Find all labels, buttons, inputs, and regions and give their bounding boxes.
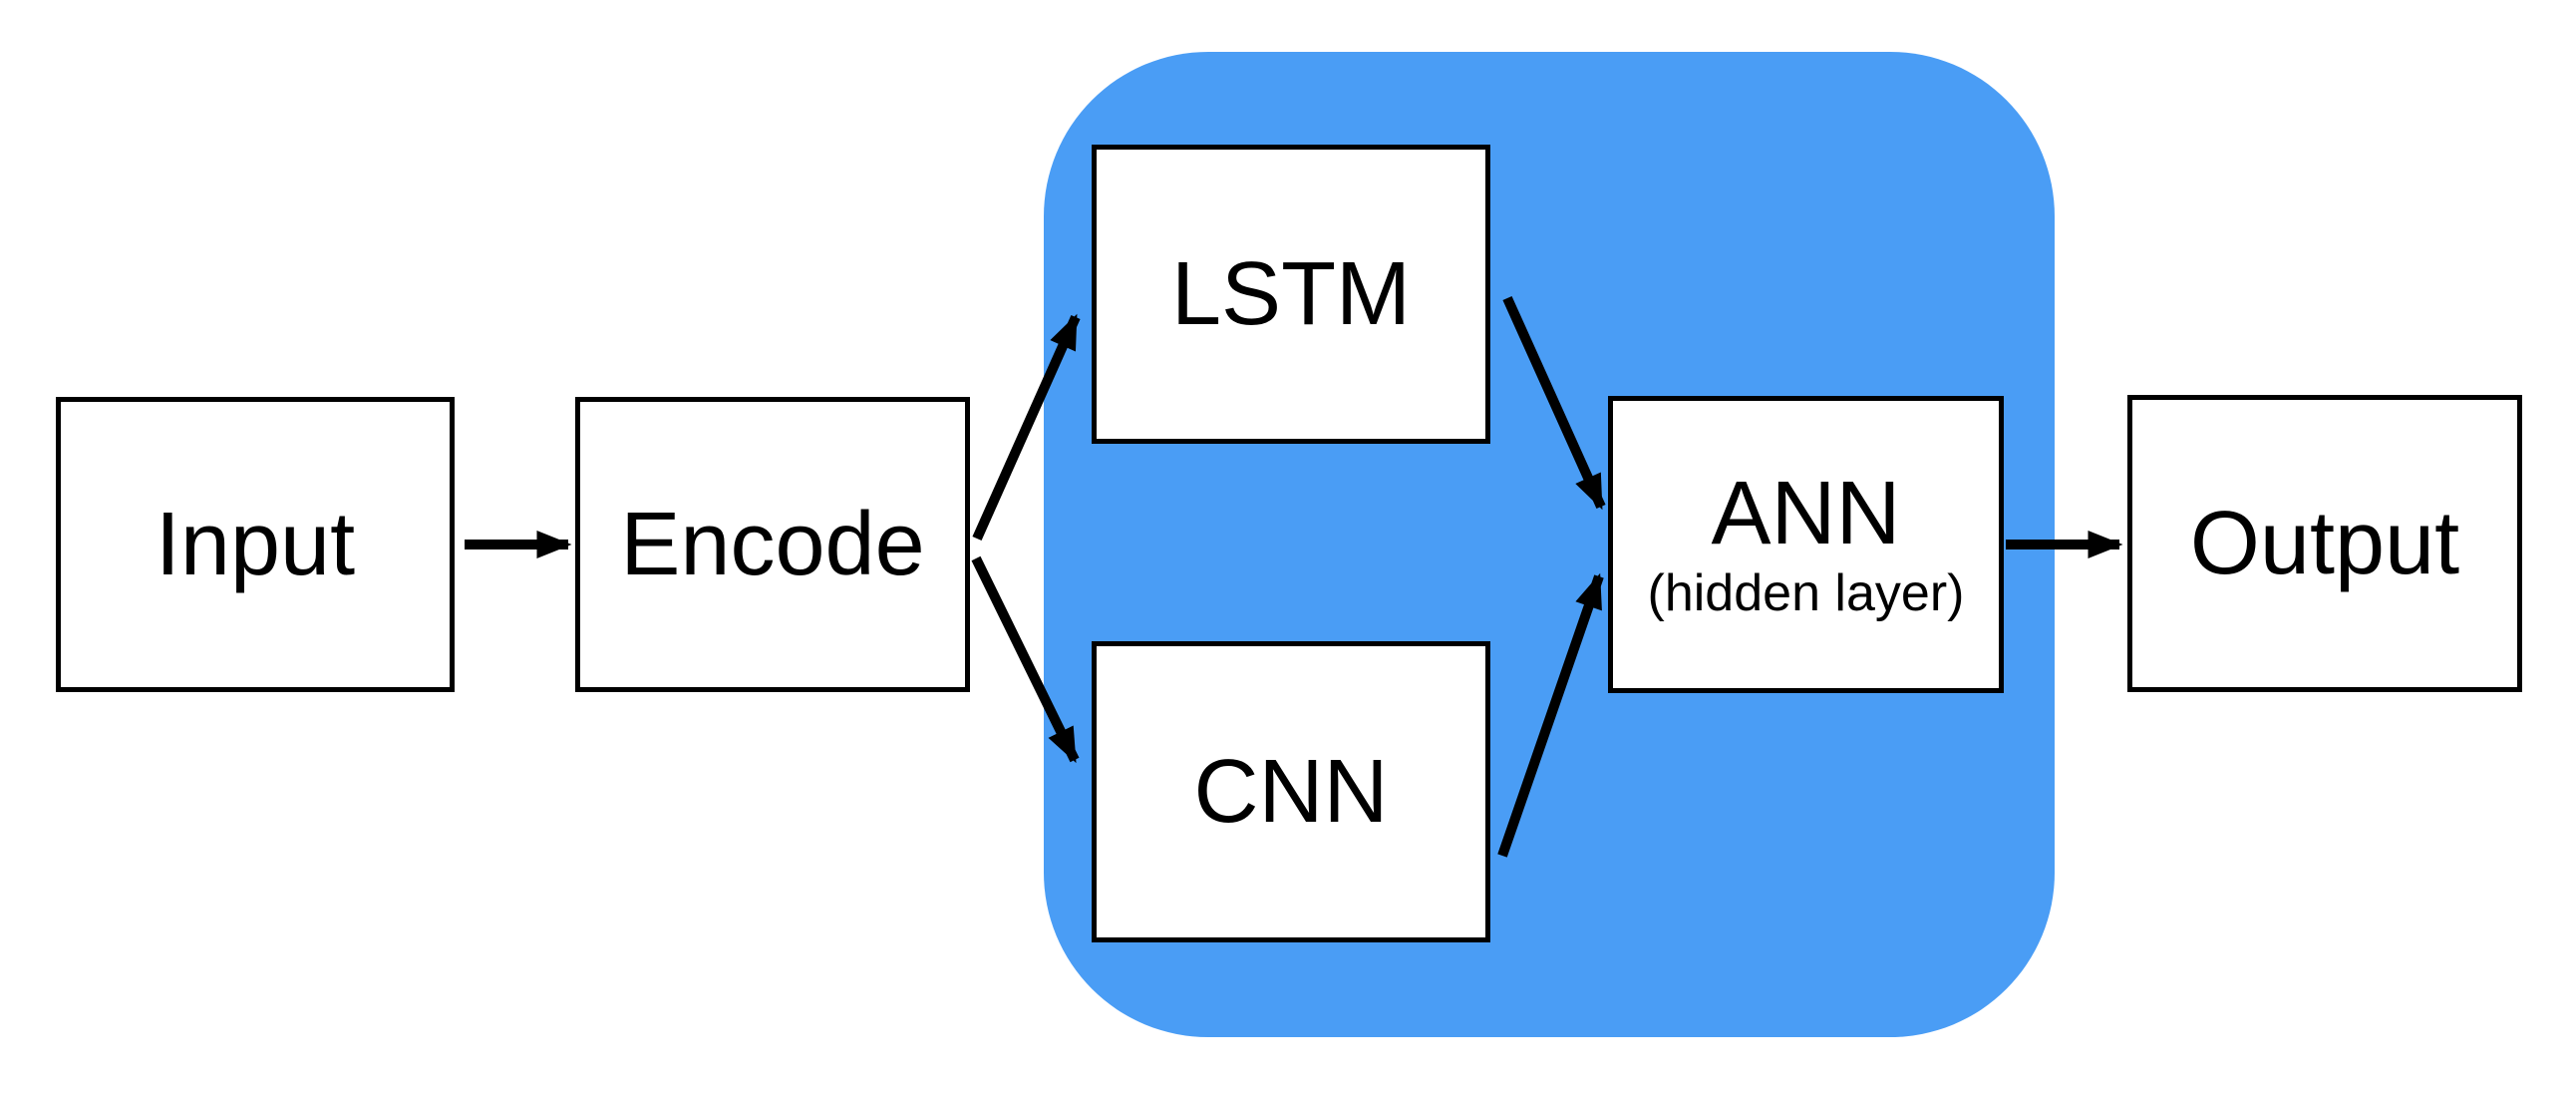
- node-input-label: Input: [155, 494, 356, 594]
- node-encode: Encode: [575, 397, 970, 692]
- node-ann-label: ANN: [1711, 464, 1901, 564]
- node-lstm: LSTM: [1092, 145, 1490, 444]
- node-cnn-label: CNN: [1193, 741, 1389, 842]
- node-output-label: Output: [2189, 493, 2460, 593]
- node-encode-label: Encode: [620, 494, 925, 594]
- node-ann: ANN (hidden layer): [1608, 396, 2004, 693]
- node-input: Input: [56, 397, 455, 692]
- node-ann-sublabel: (hidden layer): [1647, 563, 1965, 622]
- node-cnn: CNN: [1092, 641, 1490, 942]
- node-output: Output: [2127, 395, 2522, 692]
- node-lstm-label: LSTM: [1170, 243, 1412, 344]
